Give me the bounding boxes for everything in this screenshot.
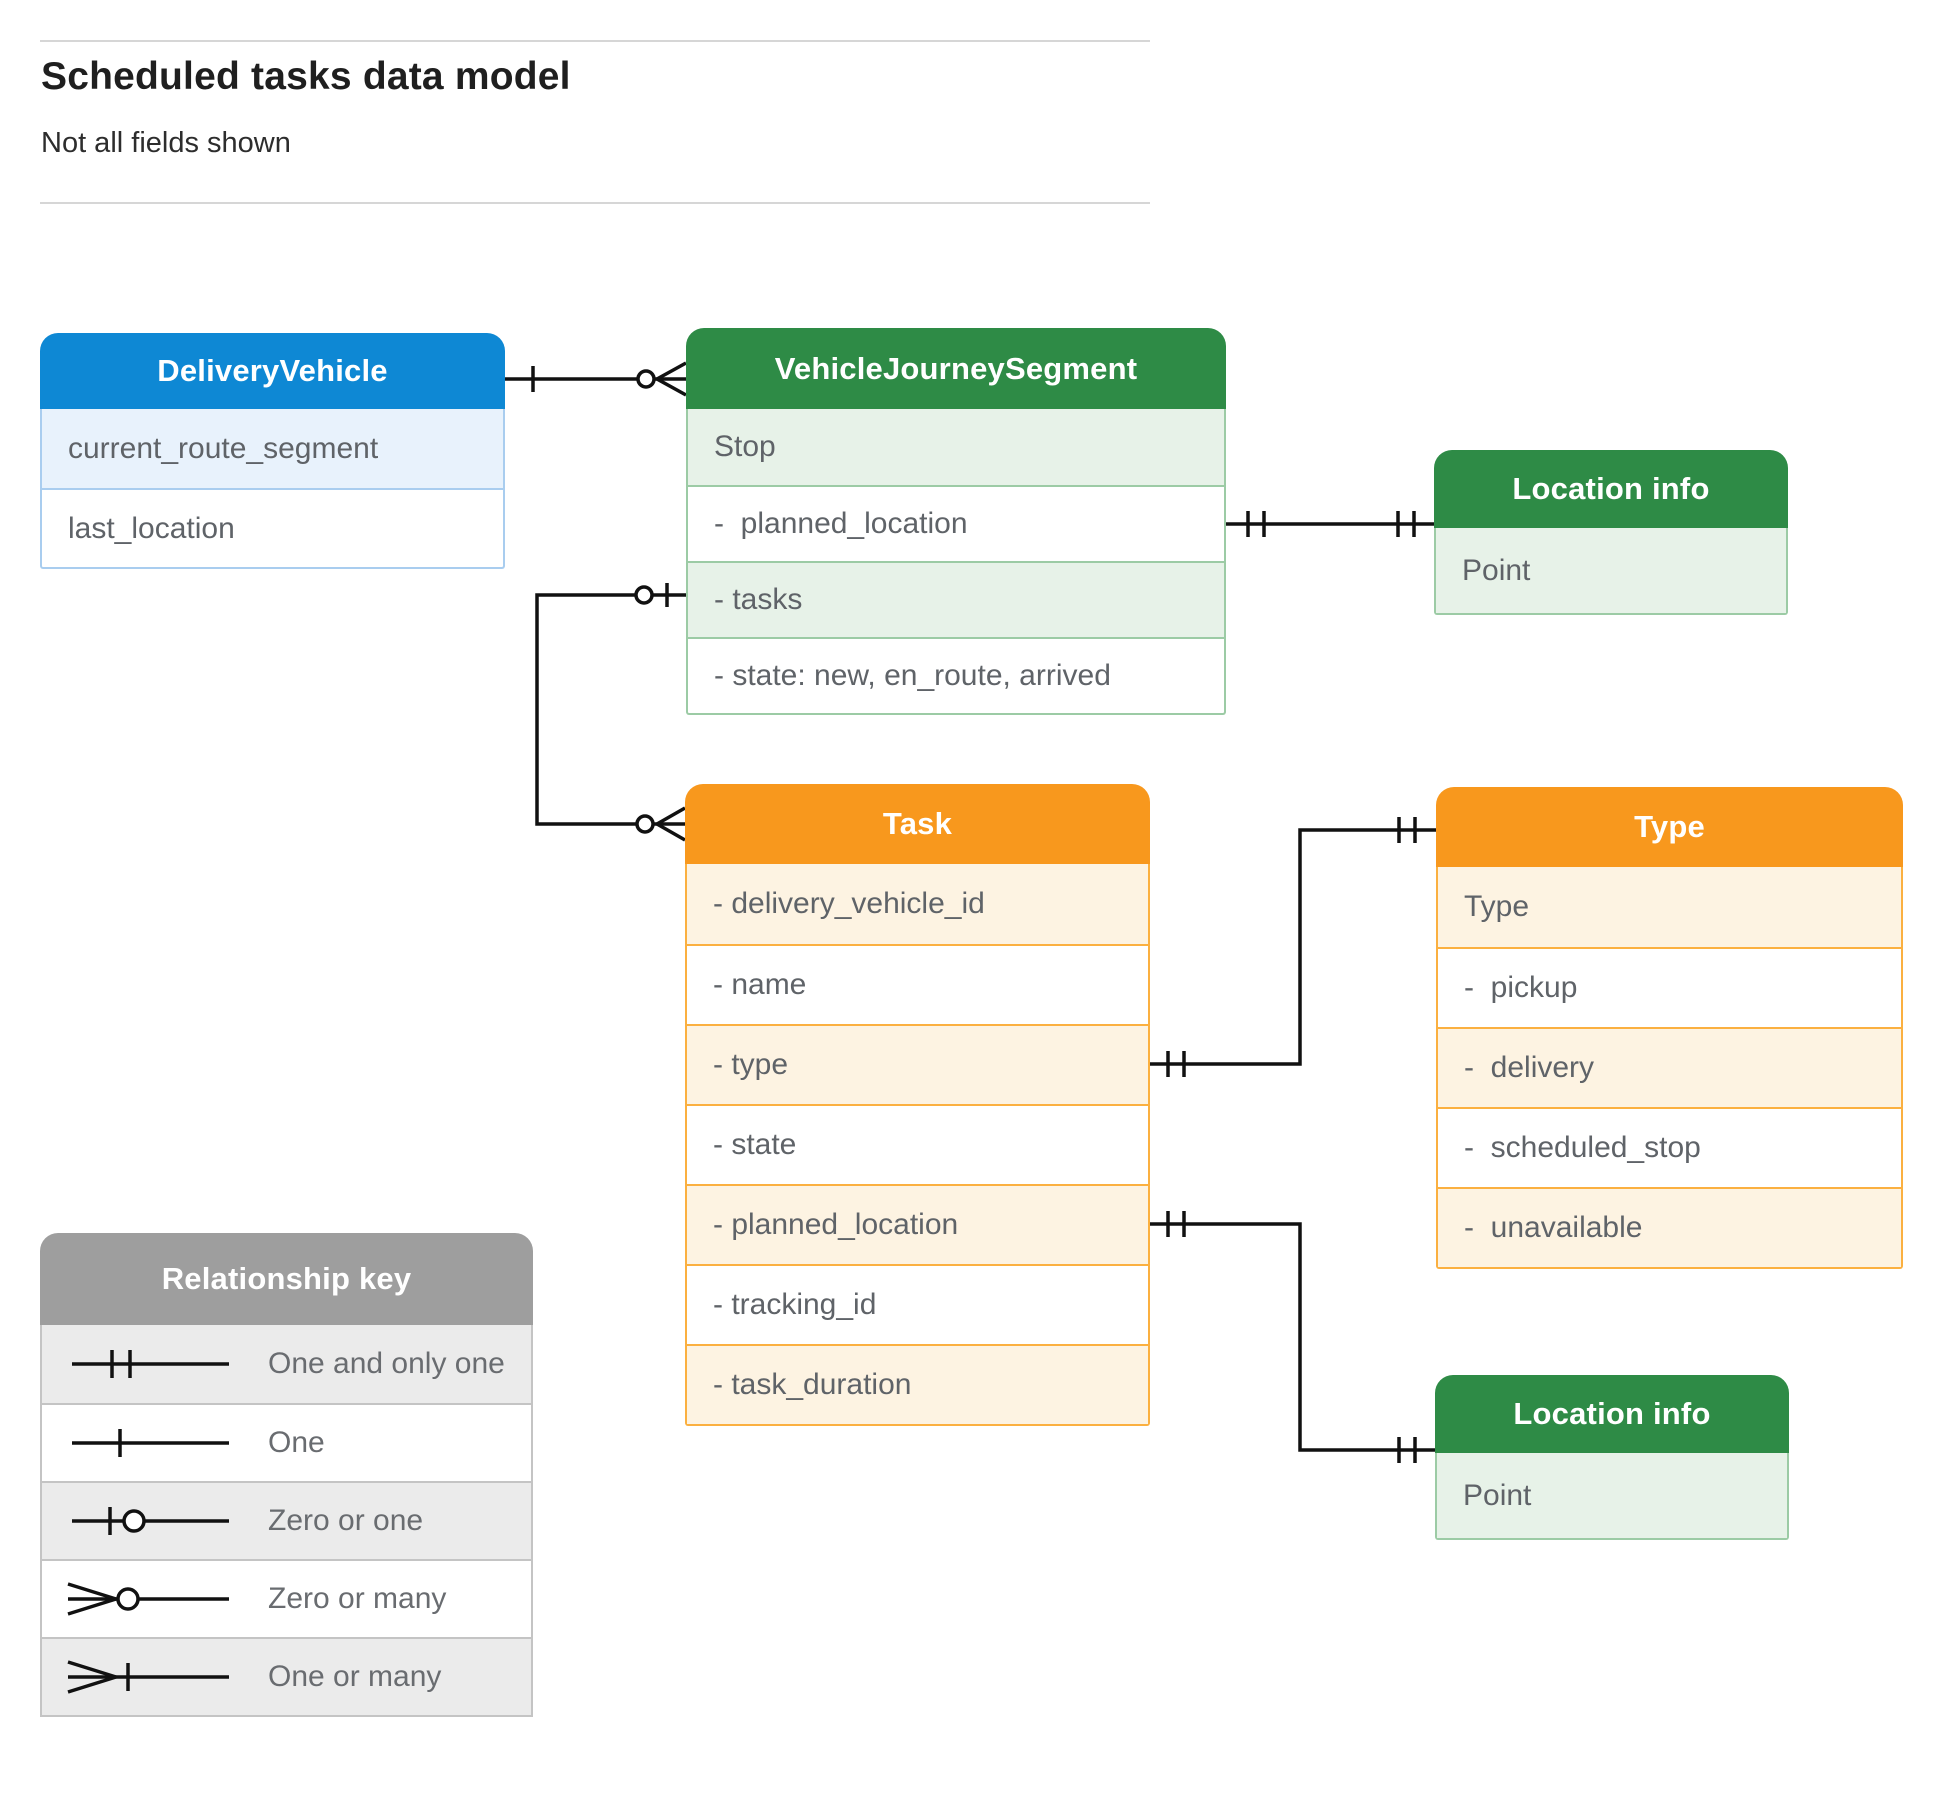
relationship-key: Relationship key One and only one One — [40, 1233, 533, 1717]
entity-row: current_route_segment — [42, 409, 503, 488]
entity-row: - scheduled_stop — [1438, 1107, 1901, 1187]
connector-deliveryvehicle-to-vehiclejourneysegment — [505, 361, 687, 397]
legend-row: One or many — [42, 1637, 531, 1715]
entity-rows: - delivery_vehicle_id- name- type- state… — [685, 864, 1150, 1426]
entity-title: VehicleJourneySegment — [686, 328, 1226, 409]
one-and-only-one-icon — [72, 1350, 229, 1378]
entity-row: - delivery_vehicle_id — [687, 864, 1148, 944]
legend-row: Zero or one — [42, 1481, 531, 1559]
entity-title: Type — [1436, 787, 1903, 867]
entity-title: DeliveryVehicle — [40, 333, 505, 409]
page-title: Scheduled tasks data model — [41, 55, 571, 98]
entity-row: - planned_location — [688, 485, 1224, 561]
entity-title: Location info — [1434, 450, 1788, 528]
entity-rows: Stop- planned_location- tasks- state: ne… — [686, 409, 1226, 715]
entity-rows: Type- pickup- delivery- scheduled_stop- … — [1436, 867, 1903, 1269]
entity-row: - type — [687, 1024, 1148, 1104]
entity-row: - tasks — [688, 561, 1224, 637]
legend-row: Zero or many — [42, 1559, 531, 1637]
connector-tasks-to-task — [535, 583, 686, 842]
connector-type-to-type-entity — [1150, 817, 1436, 1077]
legend-label: Zero or one — [268, 1504, 424, 1537]
entity-row: - pickup — [1438, 947, 1901, 1027]
entity-row: Type — [1438, 867, 1901, 947]
entity-title: Task — [685, 784, 1150, 864]
entity-title: Location info — [1435, 1375, 1789, 1453]
legend-label: One and only one — [268, 1347, 505, 1380]
entity-vehicle-journey-segment: VehicleJourneySegment Stop- planned_loca… — [686, 328, 1226, 715]
entity-row: - planned_location — [687, 1184, 1148, 1264]
entity-row: - task_duration — [687, 1344, 1148, 1424]
entity-rows: Point — [1435, 1453, 1789, 1540]
connector-plannedlocation-to-locationinfo-bottom — [1150, 1211, 1435, 1463]
entity-row: - name — [687, 944, 1148, 1024]
legend-label: Zero or many — [268, 1582, 447, 1615]
entity-location-info-bottom: Location info Point — [1435, 1375, 1789, 1540]
entity-location-info-top: Location info Point — [1434, 450, 1788, 615]
entity-row: Point — [1436, 528, 1786, 613]
entity-row: Stop — [688, 409, 1224, 485]
legend-label: One or many — [268, 1660, 442, 1693]
entity-row: last_location — [42, 488, 503, 567]
entity-row: - state: new, en_route, arrived — [688, 637, 1224, 713]
legend-label: One — [268, 1426, 325, 1459]
connector-plannedlocation-to-locationinfo-top — [1226, 511, 1434, 537]
entity-row: Point — [1437, 1453, 1787, 1538]
entity-rows: Point — [1434, 528, 1788, 615]
page-subtitle: Not all fields shown — [41, 127, 291, 159]
entity-row: - unavailable — [1438, 1187, 1901, 1267]
entity-task: Task - delivery_vehicle_id- name- type- … — [685, 784, 1150, 1426]
entity-row: - state — [687, 1104, 1148, 1184]
legend-row: One — [42, 1403, 531, 1481]
one-or-many-icon — [67, 1660, 229, 1694]
zero-or-many-icon — [67, 1582, 229, 1616]
zero-or-one-icon — [72, 1507, 229, 1535]
entity-row: - tracking_id — [687, 1264, 1148, 1344]
entity-row: - delivery — [1438, 1027, 1901, 1107]
legend-row: One and only one — [42, 1325, 531, 1403]
title-divider — [40, 202, 1150, 204]
relationship-key-title: Relationship key — [40, 1233, 533, 1325]
relationship-key-rows: One and only one One Zero or one — [40, 1325, 533, 1717]
one-icon — [72, 1429, 229, 1457]
top-divider — [40, 40, 1150, 42]
entity-type: Type Type- pickup- delivery- scheduled_s… — [1436, 787, 1903, 1269]
